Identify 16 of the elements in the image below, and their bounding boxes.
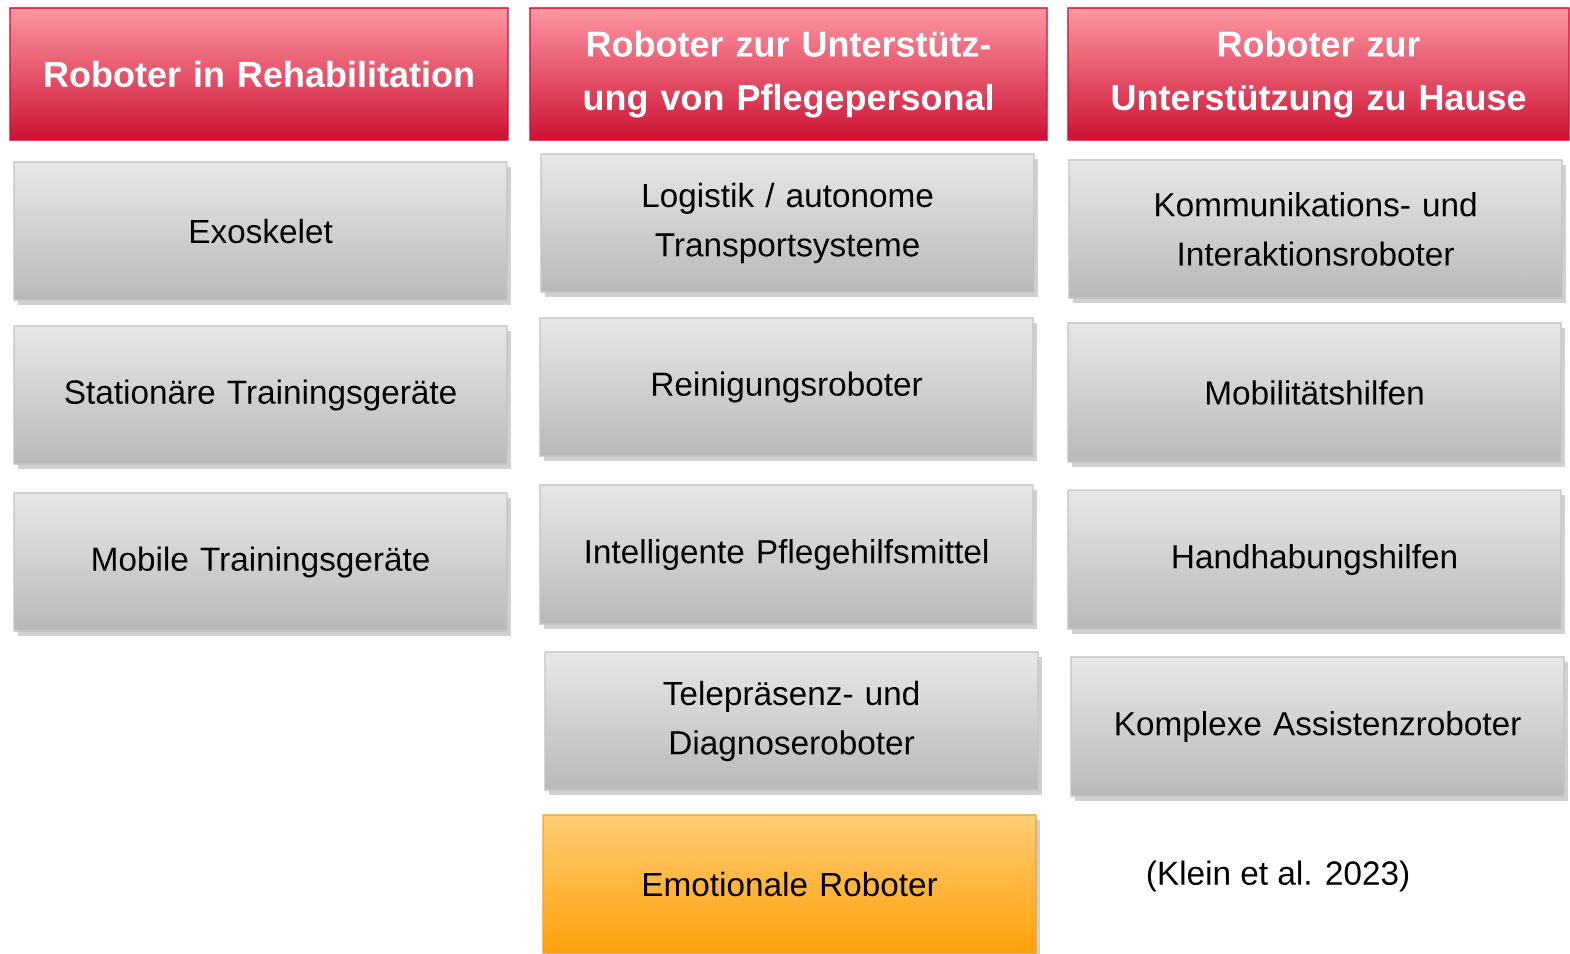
category-box: Mobilitätshilfen	[1067, 322, 1565, 467]
category-box: Intelligente Pflegehilfsmittel	[539, 484, 1037, 629]
highlight-box: Emotionale Roboter	[542, 814, 1040, 954]
category-box: Exoskelet	[13, 161, 511, 305]
category-box: Stationäre Trainingsgeräte	[13, 325, 511, 469]
category-box: Reinigungsroboter	[539, 317, 1037, 461]
header-box: Roboter in Rehabilitation	[9, 7, 509, 141]
category-box: Mobile Trainingsgeräte	[13, 492, 511, 636]
citation: (Klein et al. 2023)	[1147, 860, 1409, 892]
header-box: Roboter zur Unterstütz-ung von Pflegepersonal	[529, 7, 1048, 141]
category-box: Komplexe Assistenzroboter	[1070, 656, 1568, 801]
category-box: Logistik / autonome Transportsysteme	[540, 153, 1038, 297]
header-box: Roboter zur Unterstützung zu Hause	[1067, 7, 1570, 141]
category-box: Handhabungshilfen	[1067, 489, 1565, 634]
category-box: Telepräsenz- und Diagnoseroboter	[544, 651, 1042, 795]
category-box: Kommunikations- und Interaktionsroboter	[1068, 159, 1566, 303]
